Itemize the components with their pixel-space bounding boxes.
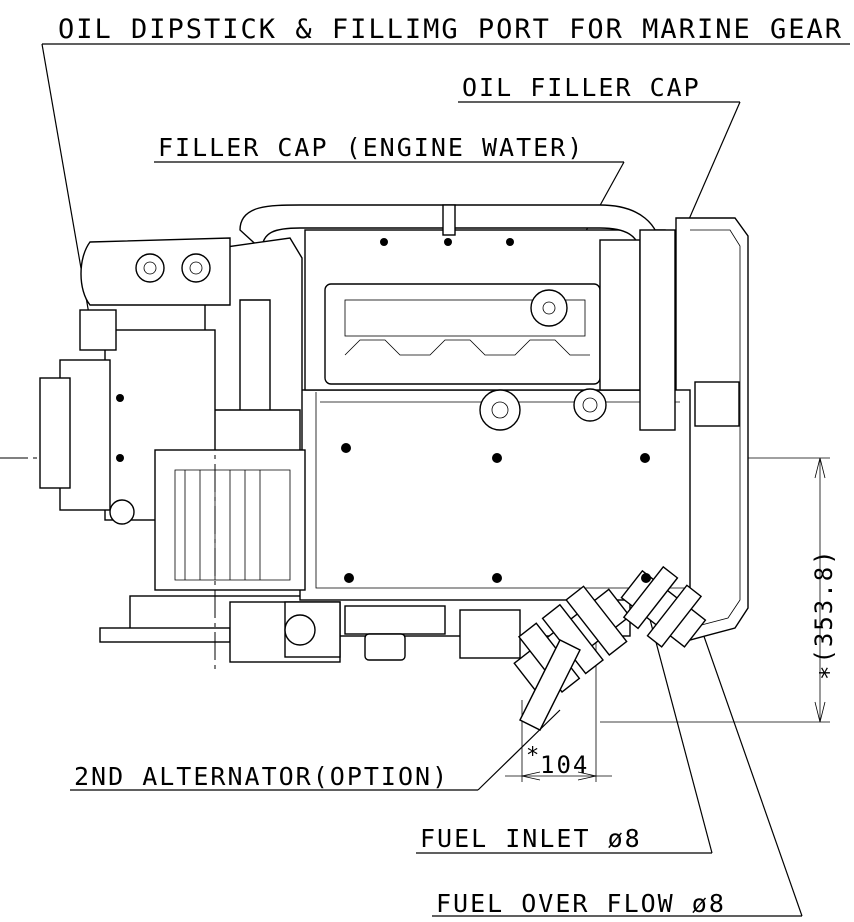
label-oil-filler-cap: OIL FILLER CAP — [462, 73, 701, 102]
engine-block — [39, 204, 749, 731]
dimension-offset-text: 104 — [540, 751, 589, 779]
leader-fuel-overflow — [699, 624, 803, 917]
label-fuel-inlet: FUEL INLET ø8 — [420, 824, 642, 853]
label-filler-cap-water: FILLER CAP (ENGINE WATER) — [158, 133, 584, 162]
dimension-height-text: ∗(353.8) — [810, 548, 838, 680]
label-fuel-overflow: FUEL OVER FLOW ø8 — [436, 889, 726, 918]
label-oil-dipstick: OIL DIPSTICK & FILLIMG PORT FOR MARINE G… — [58, 14, 843, 45]
leader-fuel-inlet — [647, 611, 713, 854]
label-second-alternator: 2ND ALTERNATOR(OPTION) — [74, 762, 449, 791]
dimension-offset: ∗ 104 — [505, 640, 612, 782]
bolt-markers — [116, 238, 651, 583]
dimension-offset-mark: ∗ — [526, 739, 541, 764]
leader-second-alternator — [477, 709, 561, 791]
